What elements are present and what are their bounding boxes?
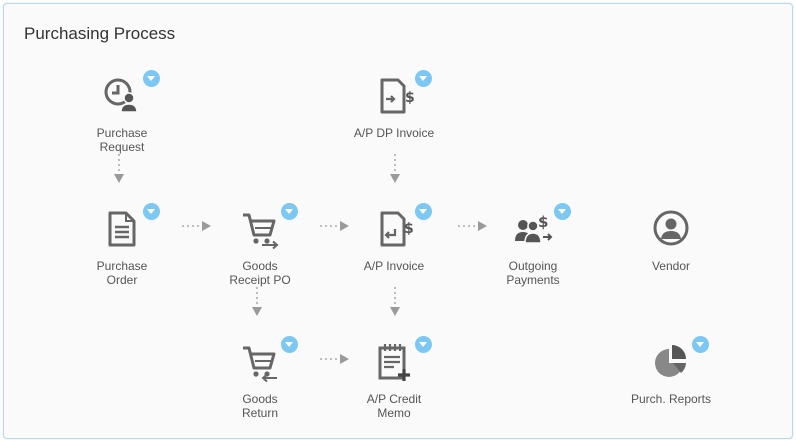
node-goods-receipt-po[interactable]: Goods Receipt PO — [200, 203, 320, 287]
svg-text:$: $ — [404, 221, 414, 237]
node-purchase-request[interactable]: Purchase Request — [62, 70, 182, 154]
panel-title: Purchasing Process — [24, 24, 176, 43]
dropdown-badge-icon[interactable] — [415, 336, 432, 353]
node-label: Outgoing Payments — [506, 259, 560, 287]
node-label: A/P Invoice — [363, 259, 425, 273]
flow-arrow-right — [320, 221, 349, 231]
ap-credit-memo-icon — [378, 344, 410, 381]
node-ap-credit-memo[interactable]: A/P Credit Memo — [334, 336, 454, 420]
flow-arrow-right — [182, 221, 211, 231]
node-purch-reports[interactable]: Purch. Reports — [611, 336, 731, 406]
purchase-request-icon — [104, 78, 138, 113]
dropdown-badge-icon[interactable] — [692, 336, 709, 353]
node-label: Purchase Order — [96, 259, 148, 287]
node-label: Goods Receipt PO — [229, 259, 291, 287]
node-label: A/P DP Invoice — [353, 126, 435, 140]
node-goods-return[interactable]: Goods Return — [200, 336, 320, 420]
goods-return-cart-icon — [243, 346, 277, 382]
node-label: Goods Return — [241, 392, 279, 420]
dropdown-badge-icon[interactable] — [281, 203, 298, 220]
flow-arrow-down — [390, 287, 400, 316]
svg-text:$: $ — [405, 90, 414, 106]
node-vendor[interactable]: Vendor — [611, 209, 731, 273]
vendor-icon — [653, 210, 689, 246]
goods-receipt-cart-icon — [243, 213, 279, 249]
node-label: Vendor — [651, 259, 691, 273]
dropdown-badge-icon[interactable] — [143, 203, 160, 220]
node-label: Purch. Reports — [630, 392, 712, 406]
ap-invoice-icon: $ — [380, 211, 414, 247]
svg-text:$: $ — [538, 213, 548, 231]
purchase-order-icon — [108, 211, 136, 247]
node-label: A/P Credit Memo — [366, 392, 422, 420]
ap-dp-invoice-icon: $ — [380, 78, 414, 114]
node-purchase-order[interactable]: Purchase Order — [62, 203, 182, 287]
dropdown-badge-icon[interactable] — [281, 336, 298, 353]
outgoing-payments-icon: $ — [515, 213, 553, 244]
purchasing-process-panel: Purchasing Process Purchase Request $ A/… — [3, 3, 793, 439]
dropdown-badge-icon[interactable] — [143, 70, 160, 87]
flow-arrow-down — [114, 154, 124, 183]
flow-arrow-down — [390, 154, 400, 183]
flow-arrow-right — [320, 354, 349, 364]
node-outgoing-payments[interactable]: $ Outgoing Payments — [473, 203, 593, 287]
dropdown-badge-icon[interactable] — [415, 70, 432, 87]
flow-arrow-down — [252, 287, 262, 316]
dropdown-badge-icon[interactable] — [415, 203, 432, 220]
dropdown-badge-icon[interactable] — [554, 203, 571, 220]
flow-arrow-right — [458, 221, 487, 231]
node-ap-dp-invoice[interactable]: $ A/P DP Invoice — [334, 70, 454, 140]
node-label: Purchase Request — [96, 126, 148, 154]
node-ap-invoice[interactable]: $ A/P Invoice — [334, 203, 454, 273]
pie-chart-icon — [655, 345, 686, 377]
